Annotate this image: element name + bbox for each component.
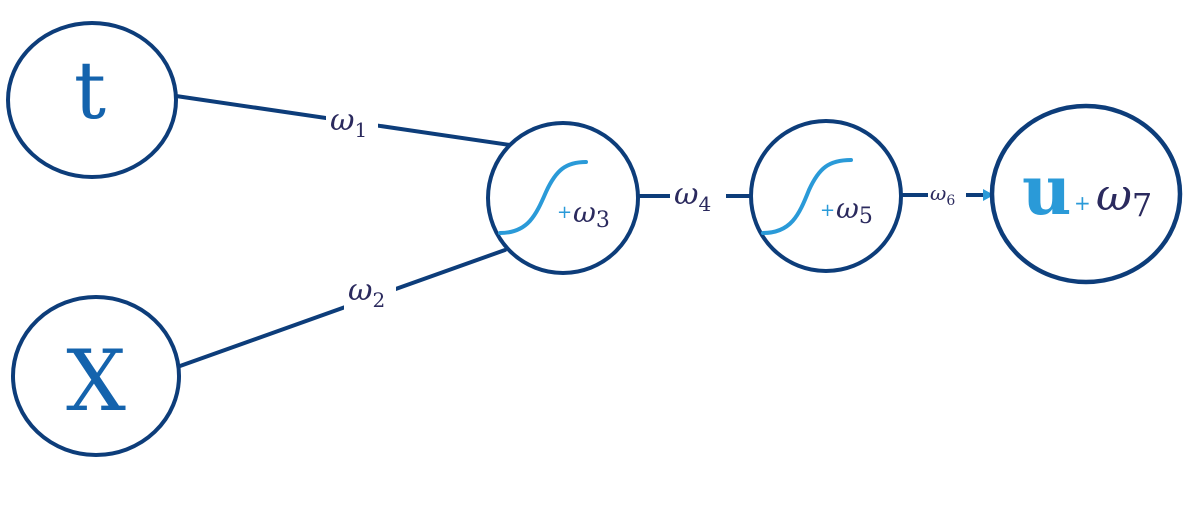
svg-text:+: +: [1074, 191, 1091, 215]
input-label-t: t: [74, 44, 106, 137]
bias-label-w3: ω3: [573, 196, 610, 233]
bias-label-w7: ω7: [1096, 170, 1152, 224]
sigmoid-icon: [498, 160, 588, 235]
input-node-t: t: [6, 21, 178, 179]
svg-text:+: +: [557, 202, 572, 223]
weight-label-w4: ω4: [670, 177, 726, 216]
weight-label-w6: ω6: [928, 180, 966, 209]
hidden-node-1: + ω3: [486, 121, 640, 275]
svg-text:ω6: ω6: [930, 181, 955, 209]
bias-label-w5: ω5: [836, 192, 873, 229]
output-node-u: u + ω7: [989, 103, 1183, 285]
svg-text:ω2: ω2: [348, 273, 385, 312]
weight-label-w1: ω1: [326, 100, 378, 142]
svg-text:+: +: [820, 200, 835, 221]
sigmoid-icon: [761, 158, 853, 235]
output-label-u: u: [1022, 151, 1071, 231]
weight-label-w2: ω2: [344, 273, 396, 313]
hidden-node-2: + ω5: [749, 119, 903, 273]
input-node-x: X: [11, 295, 181, 457]
input-label-x: X: [66, 332, 126, 430]
edge-x-to-hidden1: [178, 248, 507, 368]
svg-text:ω1: ω1: [330, 103, 367, 142]
svg-text:ω4: ω4: [674, 177, 711, 216]
arrow-head-icon: [983, 189, 994, 201]
